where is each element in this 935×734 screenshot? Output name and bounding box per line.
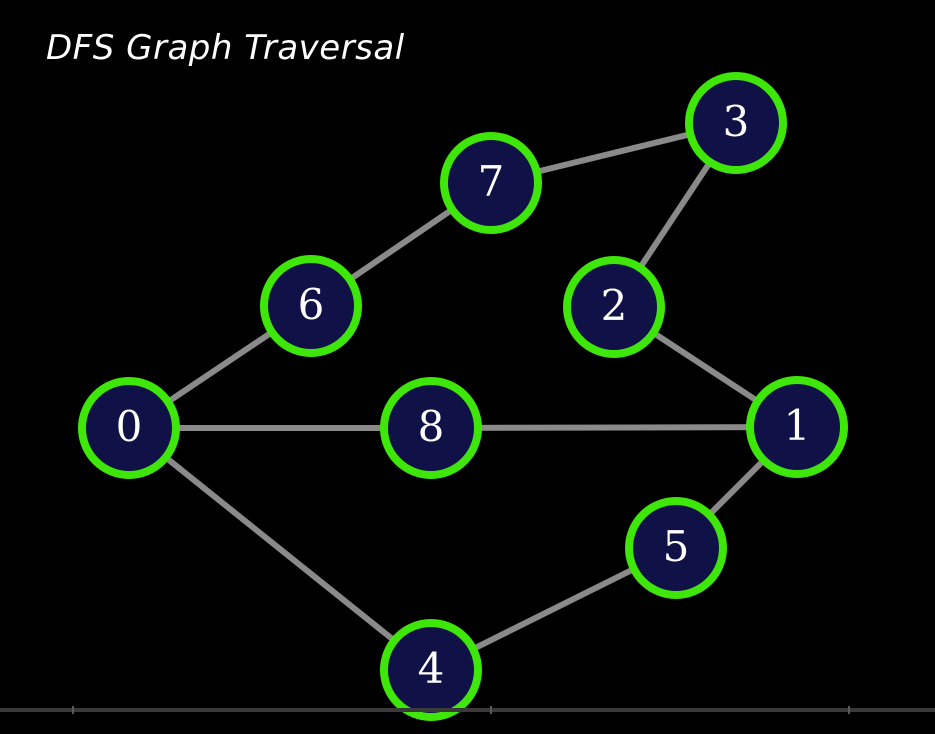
node-label: 1 — [784, 401, 811, 450]
node-circle — [380, 377, 482, 479]
node-circle — [625, 497, 727, 599]
scrubber-tick — [848, 706, 850, 714]
node-4: 4 — [380, 619, 482, 721]
node-circle — [440, 132, 542, 234]
node-1: 1 — [746, 376, 848, 478]
node-3: 3 — [685, 72, 787, 174]
node-0: 0 — [78, 377, 180, 479]
diagram-title: DFS Graph Traversal — [46, 28, 405, 68]
node-label: 7 — [478, 157, 505, 206]
node-circle — [685, 72, 787, 174]
node-label: 8 — [418, 402, 445, 451]
node-label: 0 — [116, 402, 143, 451]
scrubber-tick — [72, 706, 74, 714]
node-circle — [563, 256, 665, 358]
node-label: 6 — [298, 280, 325, 329]
node-6: 6 — [260, 255, 362, 357]
node-label: 5 — [663, 522, 690, 571]
node-5: 5 — [625, 497, 727, 599]
node-label: 2 — [601, 281, 628, 330]
video-scrubber-track[interactable] — [0, 708, 935, 712]
node-circle — [746, 376, 848, 478]
node-circle — [260, 255, 362, 357]
node-label: 3 — [723, 97, 750, 146]
node-circle — [78, 377, 180, 479]
nodes-layer: 0 1 2 3 4 5 6 7 8 — [78, 72, 848, 721]
scrubber-tick — [490, 706, 492, 714]
node-7: 7 — [440, 132, 542, 234]
edge-8-1 — [428, 424, 800, 431]
node-2: 2 — [563, 256, 665, 358]
edge-0-4 — [126, 425, 434, 673]
node-circle — [380, 619, 482, 721]
node-8: 8 — [380, 377, 482, 479]
node-label: 4 — [418, 644, 445, 693]
